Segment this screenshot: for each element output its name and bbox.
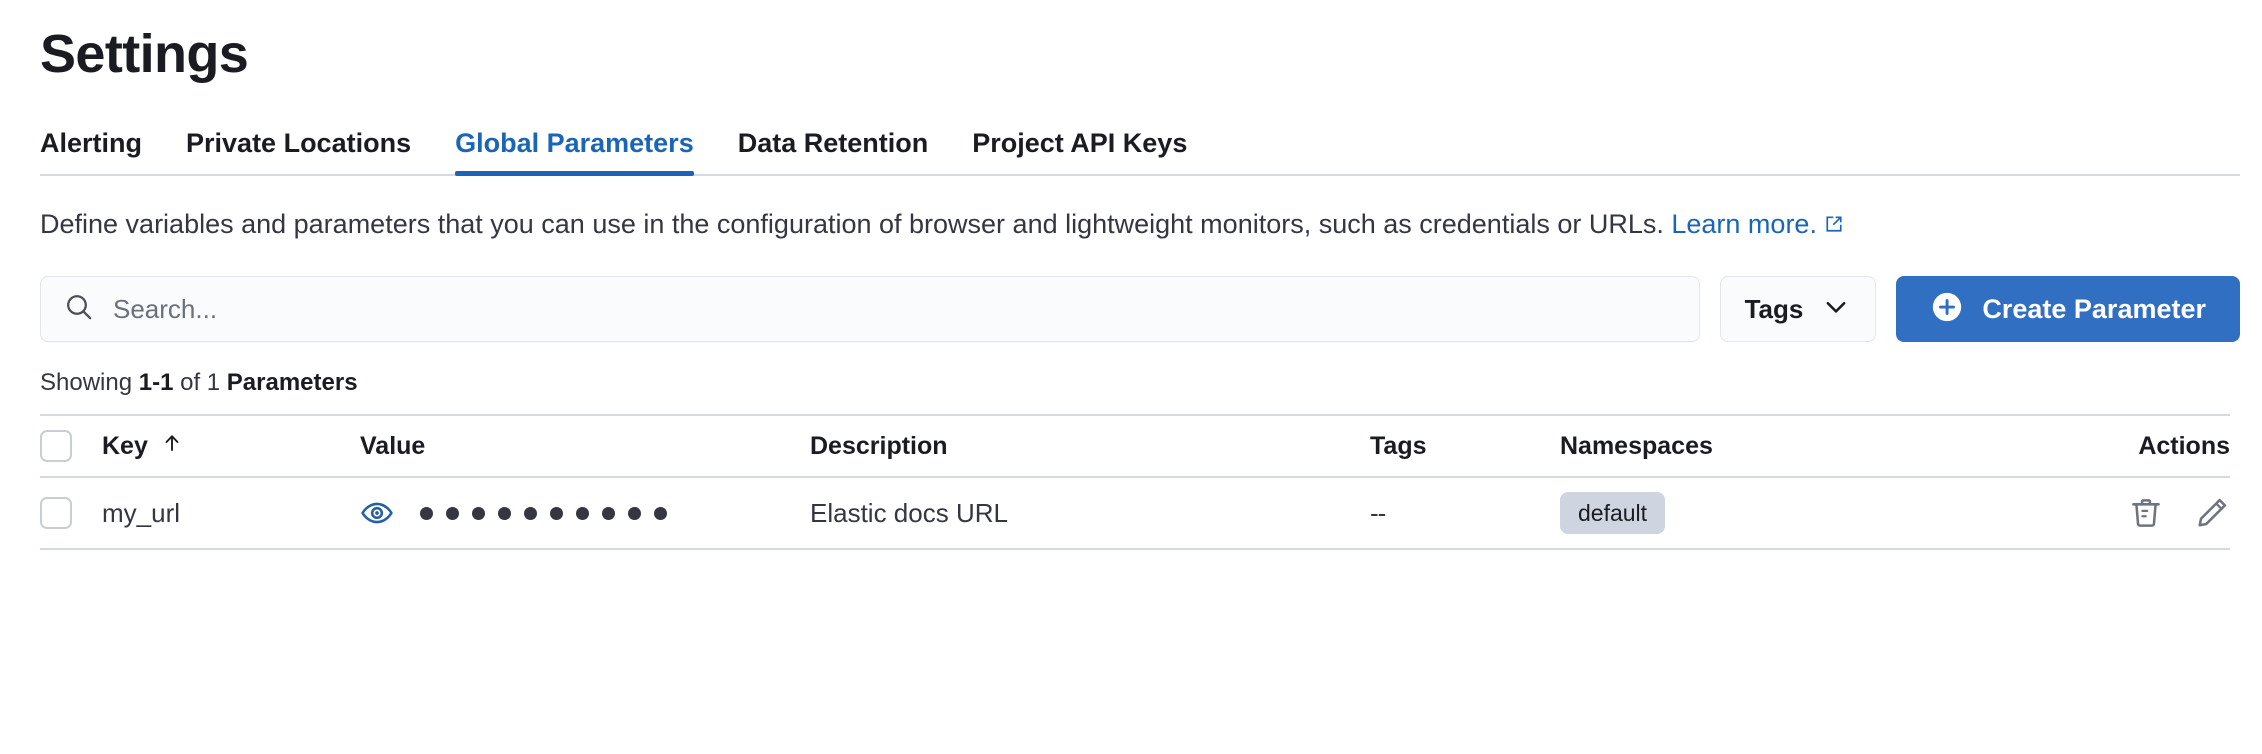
showing-prefix: Showing [40,369,139,396]
column-description-label: Description [810,431,948,460]
arrow-up-icon [160,431,184,462]
cell-namespaces: default [1560,492,2050,534]
cell-value [360,496,810,530]
cell-description: Elastic docs URL [810,497,1008,528]
trash-icon[interactable] [2128,495,2164,531]
cell-tags: -- [1370,497,1386,528]
showing-entity: Parameters [226,369,358,396]
tab-label: Alerting [40,128,143,158]
mask-dot [446,506,459,520]
column-value: Value [360,432,810,461]
column-value-label: Value [360,431,426,460]
description-body: Define variables and parameters that you… [40,209,1672,239]
search-input[interactable]: Search... [40,276,1700,342]
pencil-icon[interactable] [2194,495,2230,531]
tags-filter-button[interactable]: Tags [1719,276,1877,342]
controls-row: Search... Tags Create Parameter [40,276,2240,342]
column-key[interactable]: Key [102,431,360,462]
description-text: Define variables and parameters that you… [40,200,2230,250]
mask-dot [576,506,589,520]
tab-global-parameters[interactable]: Global Parameters [455,126,694,176]
create-parameter-button[interactable]: Create Parameter [1896,276,2240,342]
result-count: Showing 1-1 of 1 Parameters [40,368,2240,398]
column-tags: Tags [1370,432,1560,461]
select-all-checkbox[interactable] [40,430,72,462]
mask-dot [420,506,433,520]
namespace-badge: default [1560,492,1666,534]
cell-key: my_url [102,497,181,528]
showing-range: 1-1 [138,369,174,396]
column-namespaces: Namespaces [1560,432,2050,461]
column-key-label: Key [102,431,148,460]
plus-circle-icon [1930,290,1964,329]
column-tags-label: Tags [1370,431,1427,460]
page-title: Settings [40,24,249,84]
mask-dot [472,506,485,520]
create-parameter-label: Create Parameter [1982,293,2206,324]
column-namespaces-label: Namespaces [1560,431,1713,460]
tab-data-retention[interactable]: Data Retention [738,126,929,174]
search-icon [63,291,95,328]
eye-icon[interactable] [360,496,394,530]
tab-alerting[interactable]: Alerting [40,126,142,174]
tab-label: Private Locations [186,128,412,158]
table-header-row: Key Value Description Tags Namespaces [40,416,2230,478]
mask-dot [524,506,537,520]
select-all-cell [40,430,102,462]
row-checkbox[interactable] [40,497,72,529]
mask-dot [550,506,563,520]
mask-dot [654,506,667,520]
search-placeholder: Search... [113,294,218,324]
chevron-down-icon [1821,292,1851,327]
tab-label: Global Parameters [455,128,694,158]
tab-bar: Alerting Private Locations Global Parame… [40,124,2240,176]
parameters-table: Key Value Description Tags Namespaces [40,414,2230,550]
tags-filter-label: Tags [1744,293,1804,324]
tab-label: Data Retention [737,128,929,158]
masked-value [420,506,667,520]
mask-dot [602,506,615,520]
showing-middle: of 1 [173,369,227,396]
column-actions: Actions [2050,432,2230,461]
row-select-cell [40,497,102,529]
tab-project-api-keys[interactable]: Project API Keys [972,126,1187,174]
table-row[interactable]: my_url [40,478,2230,550]
external-link-icon [1823,202,1845,250]
mask-dot [628,506,641,520]
mask-dot [498,506,511,520]
tab-label: Project API Keys [972,128,1188,158]
column-actions-label: Actions [2138,431,2230,460]
column-description: Description [810,432,1370,461]
learn-more-link[interactable]: Learn more. [1671,209,1817,239]
tab-private-locations[interactable]: Private Locations [186,126,411,174]
cell-actions [2050,495,2230,531]
